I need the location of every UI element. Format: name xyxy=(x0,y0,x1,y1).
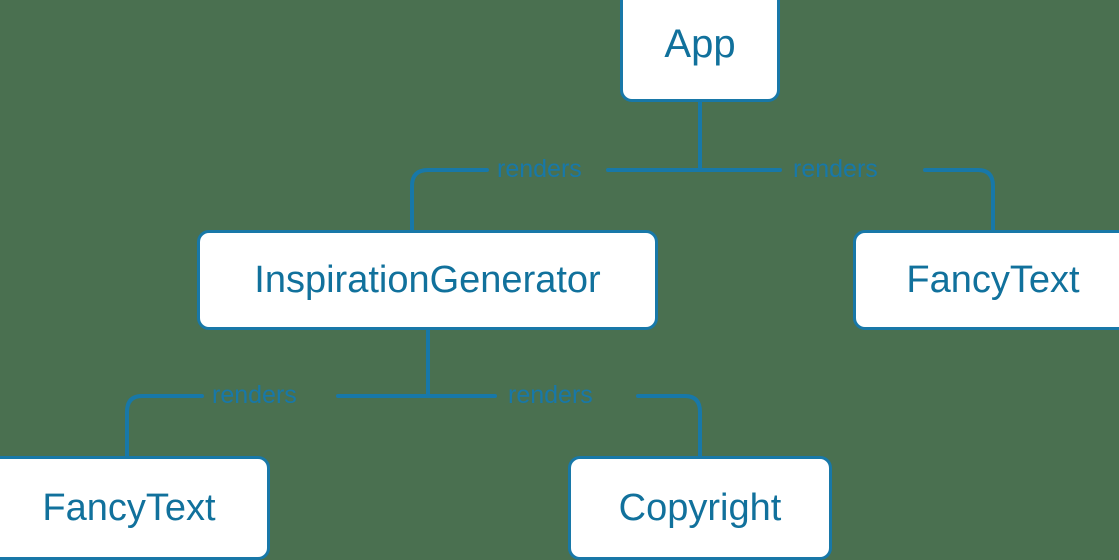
edge-label-app-to-inspiration: renders xyxy=(497,155,582,183)
edge-label-inspiration-to-copyright: renders xyxy=(508,381,593,409)
node-fancytext-bottom[interactable]: FancyText xyxy=(0,456,270,560)
edge-label-app-to-fancytext: renders xyxy=(793,155,878,183)
node-fancytext-right-label: FancyText xyxy=(906,258,1080,301)
node-inspiration-generator[interactable]: InspirationGenerator xyxy=(197,230,658,330)
node-inspiration-generator-label: InspirationGenerator xyxy=(254,258,601,301)
edge-label-inspiration-to-fancytext: renders xyxy=(212,381,297,409)
node-copyright[interactable]: Copyright xyxy=(568,456,832,560)
node-fancytext-bottom-label: FancyText xyxy=(42,486,216,529)
node-copyright-label: Copyright xyxy=(618,486,782,529)
node-fancytext-right[interactable]: FancyText xyxy=(853,230,1119,330)
node-app-label: App xyxy=(664,21,736,66)
node-app[interactable]: App xyxy=(620,0,780,102)
